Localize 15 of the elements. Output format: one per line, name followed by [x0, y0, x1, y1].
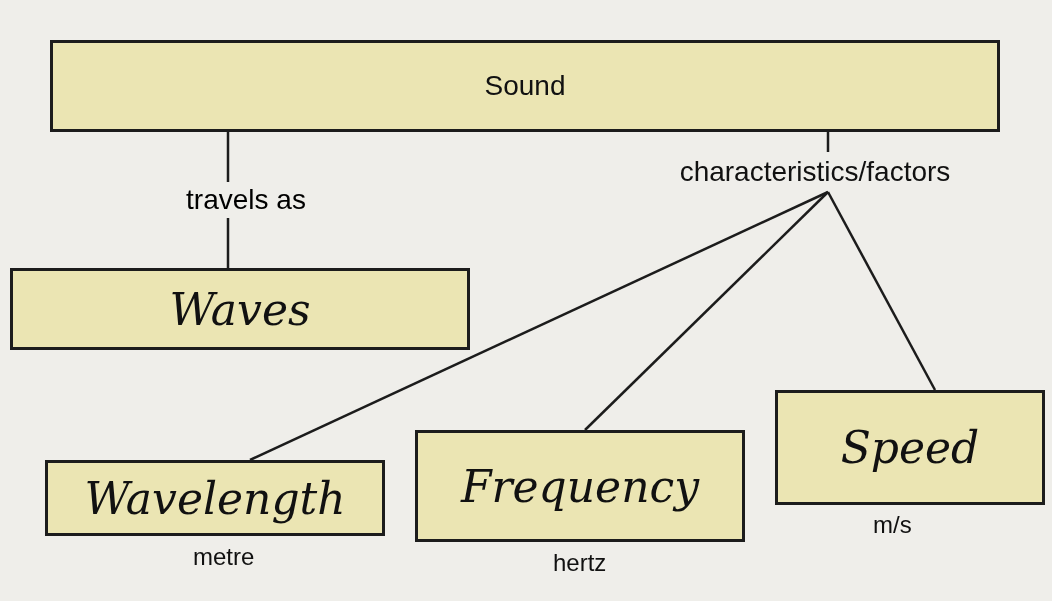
concept-box	[50, 40, 1000, 132]
unit-label: m/s	[873, 511, 912, 539]
unit-label: metre	[193, 543, 255, 571]
concept-label: Waves	[169, 283, 311, 335]
connector-line	[584, 191, 829, 431]
unit-label: hertz	[553, 549, 607, 577]
connector-line	[826, 132, 830, 152]
connector-line	[826, 191, 937, 391]
concept-box	[10, 268, 470, 350]
concept-label: Sound	[484, 70, 566, 102]
concept-label: Frequency	[461, 460, 699, 512]
link-phrase: characteristics/factors	[679, 156, 951, 188]
connector-line	[249, 190, 829, 462]
concept-label: Wavelength	[84, 472, 346, 524]
concept-label: Speed	[840, 422, 980, 473]
